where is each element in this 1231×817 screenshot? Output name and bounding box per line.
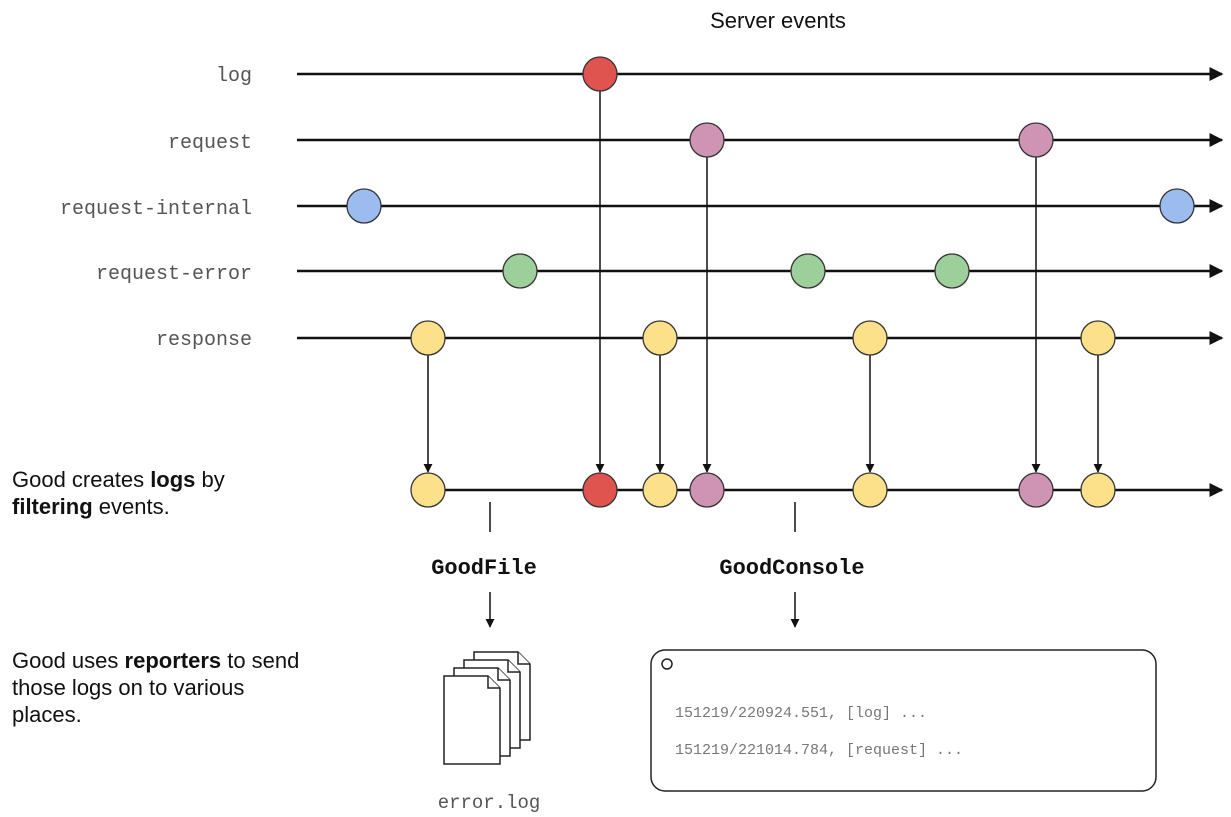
stream-label-log: log	[216, 65, 252, 88]
response-event	[852, 320, 888, 356]
console-line-2: 151219/221014.784, [request] ...	[675, 742, 963, 759]
filtered-response-event	[1080, 472, 1116, 508]
stream-label-request: request	[168, 132, 252, 155]
console-line-1: 151219/220924.551, [log] ...	[675, 705, 927, 722]
filter-note: Good creates logs by filtering events.	[12, 467, 225, 519]
goodfile-label: GoodFile	[431, 556, 537, 581]
filtered-request-event	[689, 472, 725, 508]
response-event	[1080, 320, 1116, 356]
console-window	[650, 649, 1157, 792]
request-internal-event	[346, 188, 382, 224]
request-event	[689, 122, 725, 158]
filtered-response-event	[852, 472, 888, 508]
filtered-request-event	[1018, 472, 1054, 508]
filter-connectors	[423, 91, 1103, 473]
response-event	[642, 320, 678, 356]
filtered-events	[410, 472, 1116, 508]
filtered-log-event	[582, 472, 618, 508]
file-stack-icon	[443, 651, 531, 765]
request-error-event	[934, 253, 970, 289]
stream-label-request-error: request-error	[96, 263, 252, 286]
response-event	[410, 320, 446, 356]
file-output-name: error.log	[438, 792, 541, 814]
request-internal-event	[1159, 188, 1195, 224]
log-event	[582, 56, 618, 92]
filtered-response-event	[410, 472, 446, 508]
console-window-dot	[661, 658, 673, 670]
request-error-event	[502, 253, 538, 289]
filtered-response-event	[642, 472, 678, 508]
request-error-event	[790, 253, 826, 289]
stream-label-request-internal: request-internal	[60, 198, 252, 221]
goodconsole-label: GoodConsole	[719, 556, 864, 581]
reporters-note: Good uses reporters to send those logs o…	[12, 648, 300, 727]
stream-label-response: response	[156, 329, 252, 352]
stream-events	[346, 56, 1195, 356]
terminal-window-icon	[650, 649, 1157, 792]
request-event	[1018, 122, 1054, 158]
diagram-title: Server events	[710, 8, 846, 33]
